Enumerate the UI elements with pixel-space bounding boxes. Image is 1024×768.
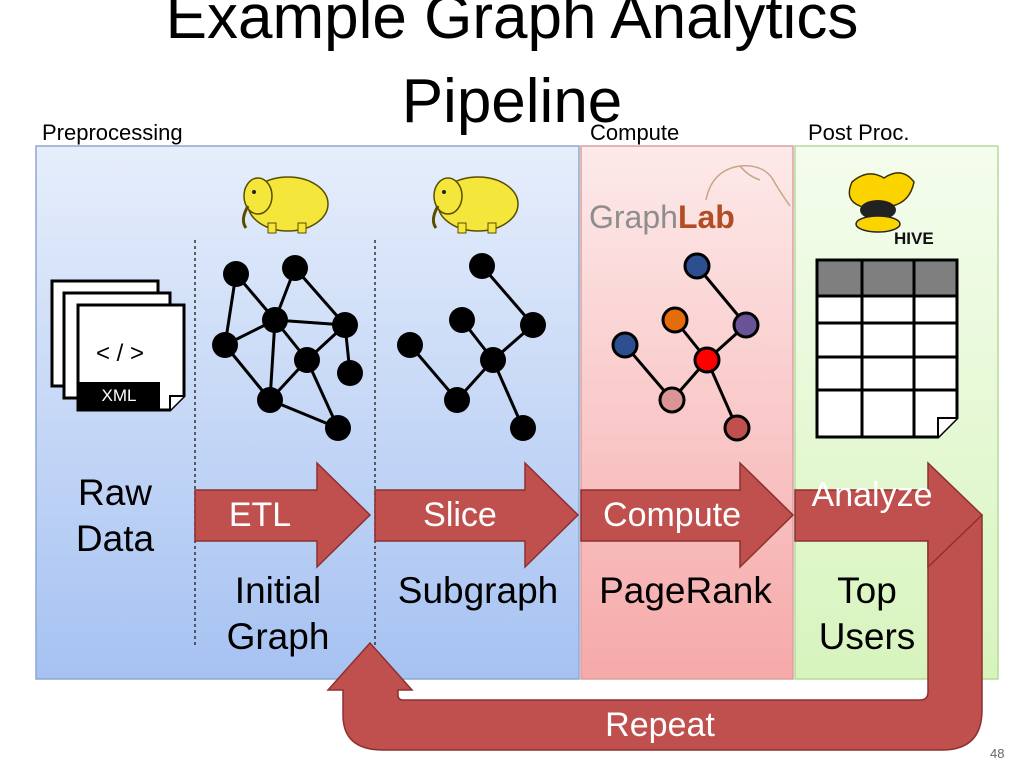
analyze-label: Analyze: [811, 476, 933, 514]
section-label-compute: Compute: [590, 120, 680, 145]
page-title-line1: Example Graph Analytics: [165, 0, 859, 52]
etl-label: ETL: [228, 496, 292, 534]
svg-text:HIVE: HIVE: [894, 229, 934, 248]
xml-tag-text: < / >: [96, 340, 145, 367]
compute-label: Compute: [603, 496, 741, 534]
hadoop-elephant-icon: [431, 176, 519, 234]
graphlab-logo-text: GraphLab: [589, 199, 735, 235]
slice-arrow: [374, 461, 580, 569]
initial-graph-icon: [212, 255, 363, 441]
hadoop-elephant-icon: [241, 176, 329, 234]
section-label-post-proc: Post Proc.: [808, 120, 910, 145]
subgraph-label: Subgraph: [397, 570, 559, 611]
graphlab-dog-icon: [705, 165, 791, 207]
analyze-arrow: [794, 461, 984, 569]
page-number: 48: [990, 746, 1005, 761]
slice-label: Slice: [423, 496, 497, 534]
preprocessing-panel: [35, 145, 580, 680]
pagerank-graph-icon: [611, 252, 760, 442]
initial-graph-label: Initial Graph: [226, 570, 330, 657]
table-document-icon: [815, 258, 959, 439]
top-users-label: Top Users: [818, 570, 916, 657]
xml-document-icon: [50, 279, 186, 412]
pagerank-label: PageRank: [599, 570, 772, 611]
compute-panel: [580, 145, 794, 680]
etl-arrow: [194, 461, 372, 569]
hive-bee-icon: HIVE: [848, 172, 934, 248]
page-title-line2: Pipeline: [401, 67, 623, 136]
raw-data-label: Raw Data: [75, 472, 155, 559]
compute-arrow: [580, 461, 795, 569]
repeat-arrow: [326, 497, 983, 751]
section-label-preprocessing: Preprocessing: [42, 120, 183, 145]
repeat-label: Repeat: [605, 706, 715, 744]
subgraph-icon: [397, 253, 546, 441]
xml-label: XML: [101, 386, 137, 405]
